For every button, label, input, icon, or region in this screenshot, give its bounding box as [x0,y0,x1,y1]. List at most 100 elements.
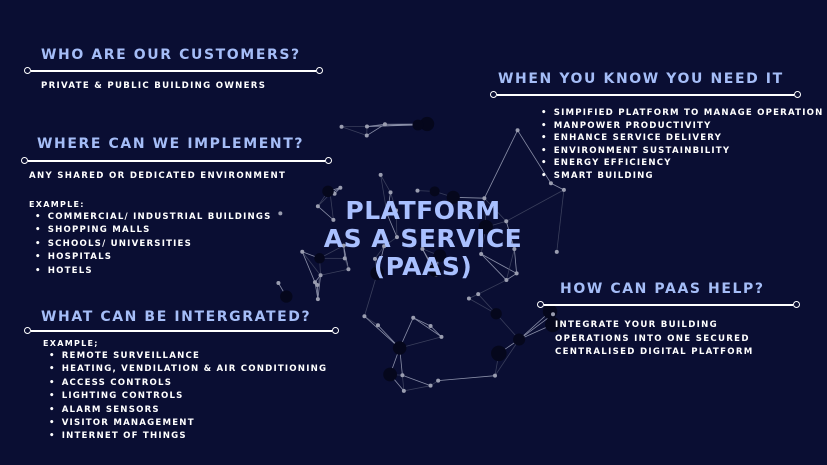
network-link [478,279,507,295]
network-node [342,256,347,261]
network-node [338,185,343,190]
network-node [446,190,460,204]
network-node [300,249,305,254]
network-node [429,186,440,197]
network-node [561,187,566,192]
network-node [382,122,387,127]
network-node [415,188,420,193]
network-link [403,385,431,392]
list-item: COMMERCIAL/ INDUSTRIAL BUILDINGS [35,211,272,224]
network-link [402,374,431,387]
network-node [420,246,425,251]
network-node [428,323,433,328]
network-node [439,334,444,339]
implement-heading: WHERE CAN WE IMPLEMENT? [37,136,305,152]
network-node [315,297,320,302]
network-node [400,373,405,378]
help-text: INTEGRATE YOUR BUILDING OPERATIONS INTO … [555,319,754,360]
network-node [554,249,559,254]
network-link [438,375,496,382]
network-link [317,275,321,300]
network-node [514,271,519,276]
network-link [518,313,554,340]
network-node [550,312,555,317]
network-node [544,316,561,333]
title-line: PLATFORM [345,196,501,225]
network-node [428,383,433,388]
network-node [372,256,377,261]
main-title: PLATFORM AS A SERVICE (PAAS) [273,197,573,281]
network-node [394,235,399,240]
example-label: EXAMPLE; [43,339,99,348]
network-link [380,174,391,193]
network-link [399,336,442,349]
network-node [419,116,435,132]
network-link [480,253,517,274]
list-item: ENVIRONMENT SUSTAINBILITY [541,145,824,158]
network-node [428,263,442,277]
network-link [413,317,442,338]
network-node [346,267,351,272]
customers-heading: WHO ARE OUR CUSTOMERS? [41,47,301,63]
network-link [390,192,397,211]
network-node [364,133,369,138]
integrated-heading: WHAT CAN BE INTERGRATED? [41,309,312,325]
network-node [392,341,407,355]
network-link [366,124,418,127]
help-line: INTEGRATE YOUR BUILDING [555,320,718,330]
network-link [430,325,442,338]
list-item: LIGHTING CONTROLS [49,390,327,403]
network-node [479,252,484,257]
list-item: HEATING, VENDILATION & AIR CONDITIONING [49,363,327,376]
network-link [506,248,515,281]
list-item: ALARM SENSORS [49,404,327,417]
network-link [506,189,565,222]
network-link [506,273,517,281]
list-item: VISITOR MANAGEMENT [49,417,327,430]
network-node [482,196,487,201]
network-link [366,123,385,127]
network-link [374,246,385,260]
network-link [341,126,367,136]
network-link [301,251,316,283]
network-node [512,246,517,251]
network-node [331,217,336,222]
divider [24,67,323,74]
network-node [412,119,424,131]
title-line: AS A SERVICE [323,224,523,253]
network-node [515,128,520,133]
network-node [411,315,416,320]
title-line: (PAAS) [373,252,473,281]
network-node [394,208,399,213]
network-node [478,219,494,235]
list-item: SIMPIFIED PLATFORM TO MANAGE OPERATION [541,107,824,120]
network-node [433,249,447,263]
network-link [380,174,388,215]
network-link [413,317,431,327]
implement-list: COMMERCIAL/ INDUSTRIAL BUILDINGS SHOPPIN… [35,211,272,278]
network-link [386,213,398,238]
network-link [556,189,565,252]
list-item: INTERNET OF THINGS [49,430,327,443]
integrated-list: REMOTE SURVEILLANCE HEATING, VENDILATION… [49,350,327,444]
network-node [378,172,383,177]
network-node [492,373,497,378]
network-node [332,191,337,196]
network-link [550,182,565,191]
network-link [484,197,507,222]
list-item: REMOTE SURVEILLANCE [49,350,327,363]
network-link [395,210,398,238]
network-node [339,124,344,129]
network-node [318,273,323,278]
network-link [364,273,378,317]
network-link [494,339,520,376]
customers-text: PRIVATE & PUBLIC BUILDING OWNERS [41,81,267,91]
network-node [491,345,507,362]
network-node [364,124,369,129]
network-node [280,290,293,303]
divider [490,91,801,98]
network-node [466,296,471,301]
need-heading: WHEN YOU KNOW YOU NEED IT [498,71,784,87]
network-link [364,315,400,349]
